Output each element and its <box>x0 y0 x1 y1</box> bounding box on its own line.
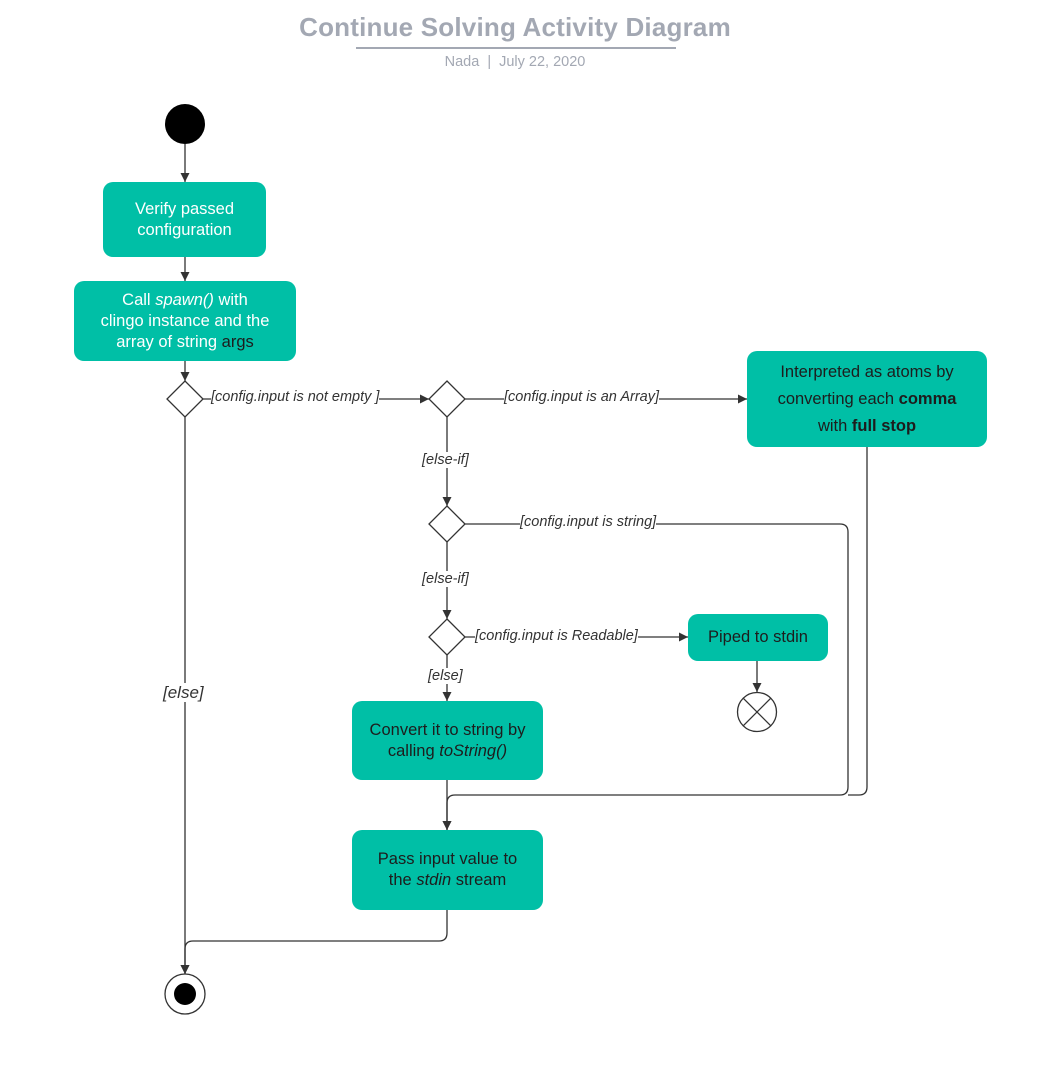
guard-input-is-string: [config.input is string] <box>520 514 657 530</box>
convert-line-2-pre: calling <box>387 741 440 760</box>
action-piped-to-stdin: Piped to stdin <box>688 614 828 661</box>
verify-line-2: configuration <box>137 220 232 239</box>
verify-line-1: Verify passed <box>134 199 235 218</box>
final-node <box>164 973 206 1015</box>
action-verify-configuration: Verify passed configuration <box>103 182 266 257</box>
guard-else-inner: [else] <box>428 668 463 684</box>
action-convert-to-string: Convert it to string by calling toString… <box>352 701 543 780</box>
spawn-pre: Call <box>122 290 156 309</box>
guard-else-outer: [else] <box>163 683 204 702</box>
pass-stdin: stdin <box>416 871 452 889</box>
decision-input-is-string <box>428 505 466 543</box>
date: July 22, 2020 <box>499 54 586 70</box>
diagram-subtitle: Nada | July 22, 2020 <box>0 54 1030 70</box>
spawn-line-2: clingo instance and the <box>100 311 270 330</box>
edge-is-string <box>442 523 849 830</box>
guard-input-is-readable: [config.input is Readable] <box>475 628 638 644</box>
pass-line-2-pre: the <box>388 871 417 889</box>
guard-input-is-array: [config.input is an Array] <box>504 389 660 405</box>
pass-line-2-post: stream <box>451 871 507 889</box>
subtitle-separator: | <box>487 54 492 70</box>
guard-input-not-empty: [config.input is not empty ] <box>211 389 380 405</box>
convert-line-1: Convert it to string by <box>369 720 526 739</box>
convert-func: toString() <box>439 741 508 760</box>
spawn-args: args <box>221 332 254 351</box>
guard-else-if-2: [else-if] <box>422 571 469 587</box>
edge-pass-to-final <box>180 910 448 974</box>
action-pass-input-to-stdin: Pass input value to the stdin stream <box>352 830 543 910</box>
flow-final-node <box>736 691 778 733</box>
atoms-comma: comma <box>898 389 957 408</box>
guard-else-if-1: [else-if] <box>422 452 469 468</box>
decision-input-is-array <box>428 380 466 418</box>
action-call-spawn: Call spawn() with clingo instance and th… <box>74 281 296 361</box>
decision-input-is-readable <box>428 618 466 656</box>
spawn-line-3: array of string <box>116 332 222 351</box>
atoms-line-1: Interpreted as atoms by <box>780 362 954 381</box>
edge-atoms-to-merge <box>848 447 868 796</box>
decision-input-not-empty <box>166 380 204 418</box>
atoms-line-2-pre: converting each <box>777 389 899 408</box>
author: Nada <box>444 54 480 70</box>
action-interpret-atoms: Interpreted as atoms by converting each … <box>747 351 987 447</box>
atoms-line-3-pre: with <box>817 416 852 435</box>
diagram-title: Continue Solving Activity Diagram <box>299 12 731 42</box>
diagram-header: Continue Solving Activity Diagram Nada | J… <box>0 0 1030 80</box>
pass-line-1: Pass input value to <box>377 850 518 868</box>
title-underline <box>356 47 676 49</box>
spawn-func: spawn() <box>155 290 214 309</box>
spawn-post: with <box>213 290 248 309</box>
initial-node <box>165 104 205 144</box>
atoms-full-stop: full stop <box>851 416 917 435</box>
piped-text: Piped to stdin <box>708 628 808 646</box>
